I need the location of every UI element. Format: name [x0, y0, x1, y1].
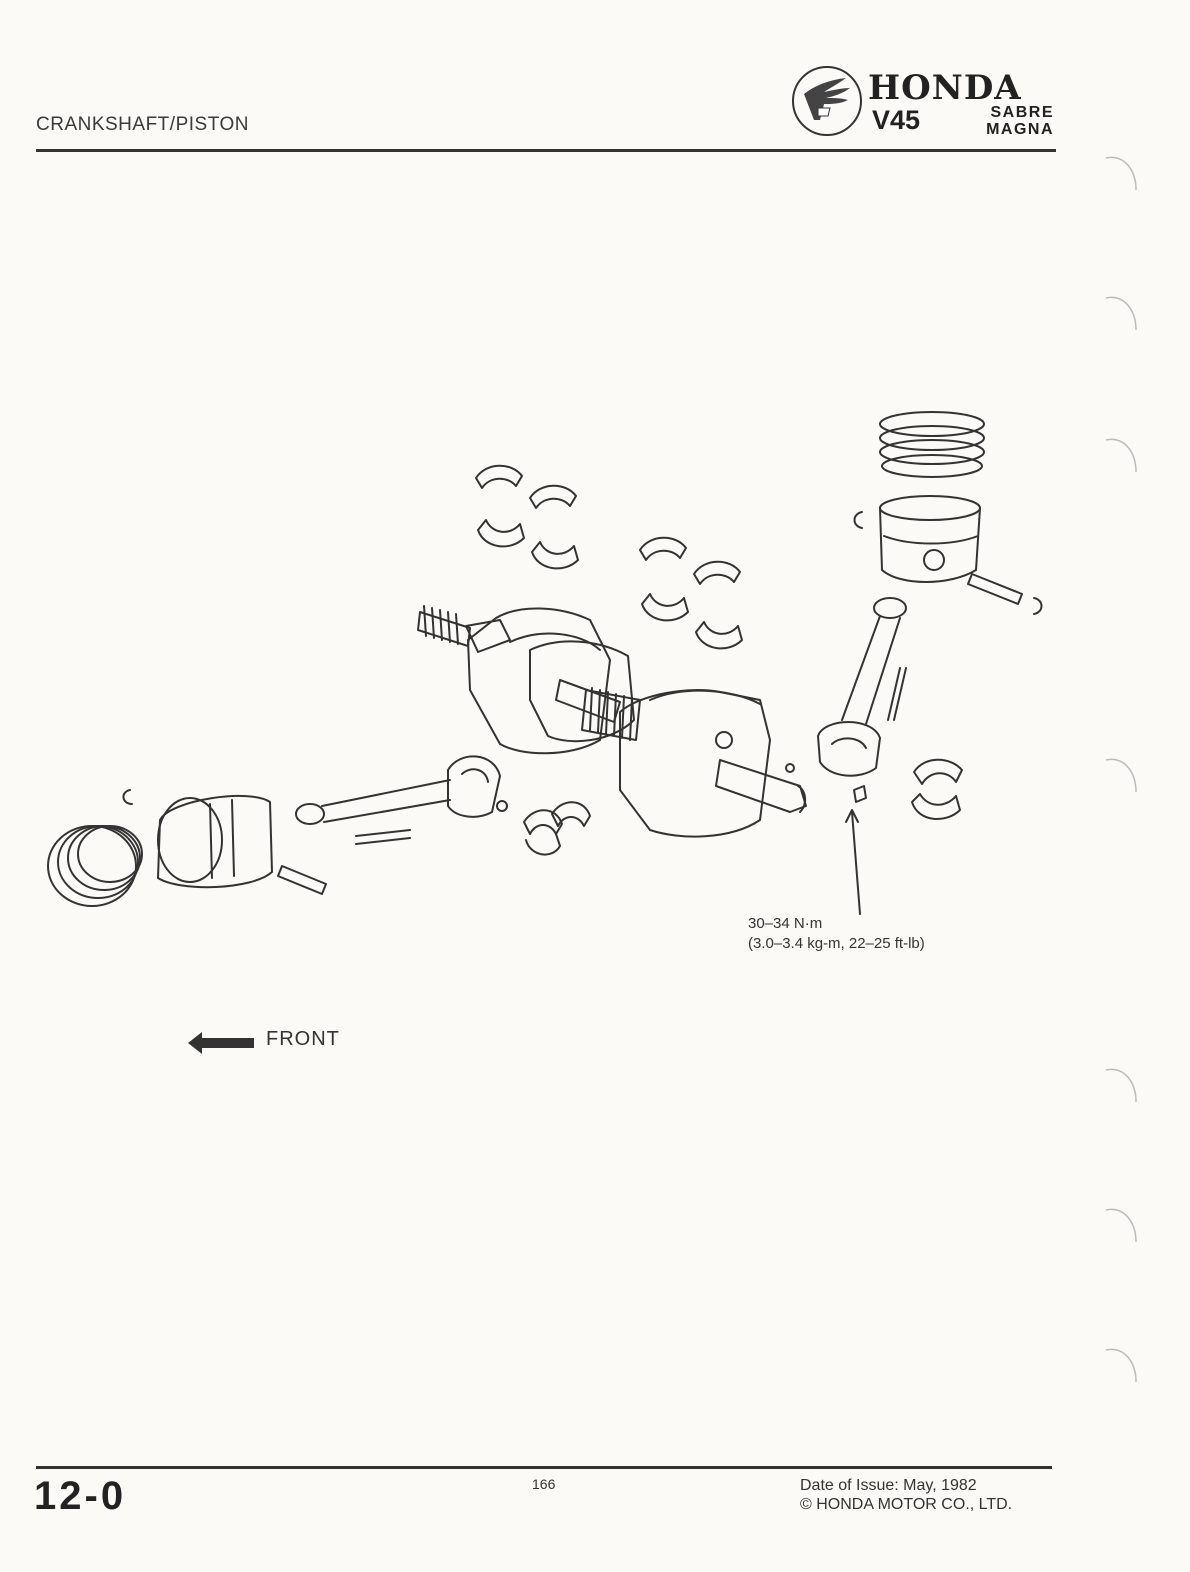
sequential-page-number: 166 — [532, 1476, 556, 1492]
rear-connecting-rod — [817, 597, 907, 803]
issue-date: Date of Issue: May, 1982 — [800, 1477, 977, 1494]
variant-sabre: SABRE — [990, 104, 1054, 121]
honda-logo: HONDA V45 SABRE MAGNA — [790, 64, 1060, 140]
rod-bearing-shells-front — [523, 801, 591, 856]
variant-magna: MAGNA — [986, 121, 1054, 138]
issue-info: Date of Issue: May, 1982 © HONDA MOTOR C… — [800, 1476, 1012, 1514]
front-connecting-rod — [295, 755, 508, 845]
rod-bearing-shells-rear — [911, 758, 963, 821]
model-variants: SABRE MAGNA — [964, 104, 1054, 138]
section-page-number: 12-0 — [34, 1474, 127, 1518]
model-name: V45 — [872, 105, 921, 135]
footer-divider — [36, 1466, 1052, 1469]
binder-tab-marks — [1105, 156, 1137, 1383]
torque-specification: 30–34 N·m (3.0–3.4 kg-m, 22–25 ft-lb) — [748, 914, 925, 954]
front-label: FRONT — [266, 1028, 340, 1050]
torque-metric: 30–34 N·m — [748, 915, 823, 932]
brand-name: HONDA — [868, 68, 1022, 108]
wing-emblem-icon — [792, 66, 862, 136]
crankshaft-piston-exploded-diagram — [47, 411, 1043, 915]
arrow-left-icon — [188, 1032, 254, 1054]
torque-leader-arrow — [845, 809, 861, 915]
header-divider — [36, 149, 1056, 152]
main-bearing-shells-upper — [475, 464, 743, 650]
rear-piston-assembly — [853, 411, 1043, 615]
copyright-notice: © HONDA MOTOR CO., LTD. — [800, 1496, 1013, 1513]
torque-imperial: (3.0–3.4 kg-m, 22–25 ft-lb) — [748, 935, 925, 952]
section-title: CRANKSHAFT/PISTON — [36, 114, 249, 135]
crankshaft — [417, 605, 807, 838]
front-piston-assembly — [47, 789, 327, 907]
